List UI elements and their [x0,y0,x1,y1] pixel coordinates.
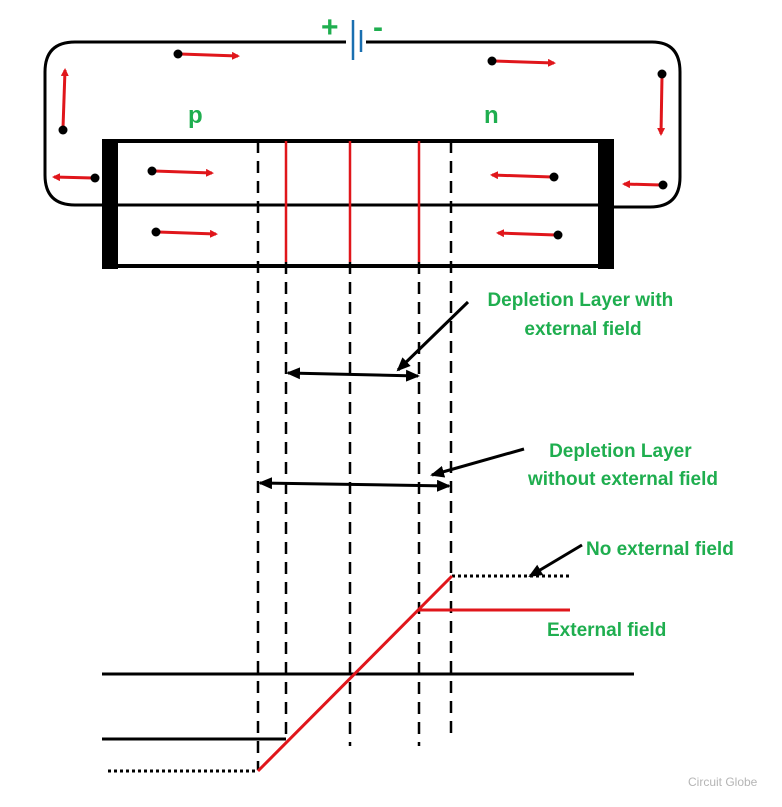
circuit-wire [43,40,682,209]
label-external-field: External field [547,620,666,641]
battery-plus-sign: + [321,11,339,44]
potential-slope-line [256,574,454,773]
n-side-contact [598,139,614,269]
depletion-width-without-field-arrow [258,477,451,492]
label-no-external-field: No external field [586,539,734,560]
label-depletion-with-field: Depletion Layer with external field [487,290,678,340]
battery-minus-sign: - [373,11,383,44]
label-depletion-without-field: Depletion Layer without external field [527,441,718,490]
watermark: Circuit Globe [688,775,758,789]
battery-symbol [351,20,363,60]
carrier-arrows [52,51,666,238]
n-region-label: n [484,102,499,129]
pointer-arrow-no-external-field [528,543,583,578]
carrier-dots [58,49,668,240]
p-side-contact [102,139,118,269]
pn-junction-block [102,139,614,269]
p-region-label: p [188,102,203,129]
depletion-width-with-field-arrow [286,367,420,382]
depletion-boundary-lines [284,141,421,262]
dashed-guide-lines [256,141,453,770]
pointer-arrow-with-field [396,300,470,372]
pointer-arrow-without-field [430,447,525,478]
